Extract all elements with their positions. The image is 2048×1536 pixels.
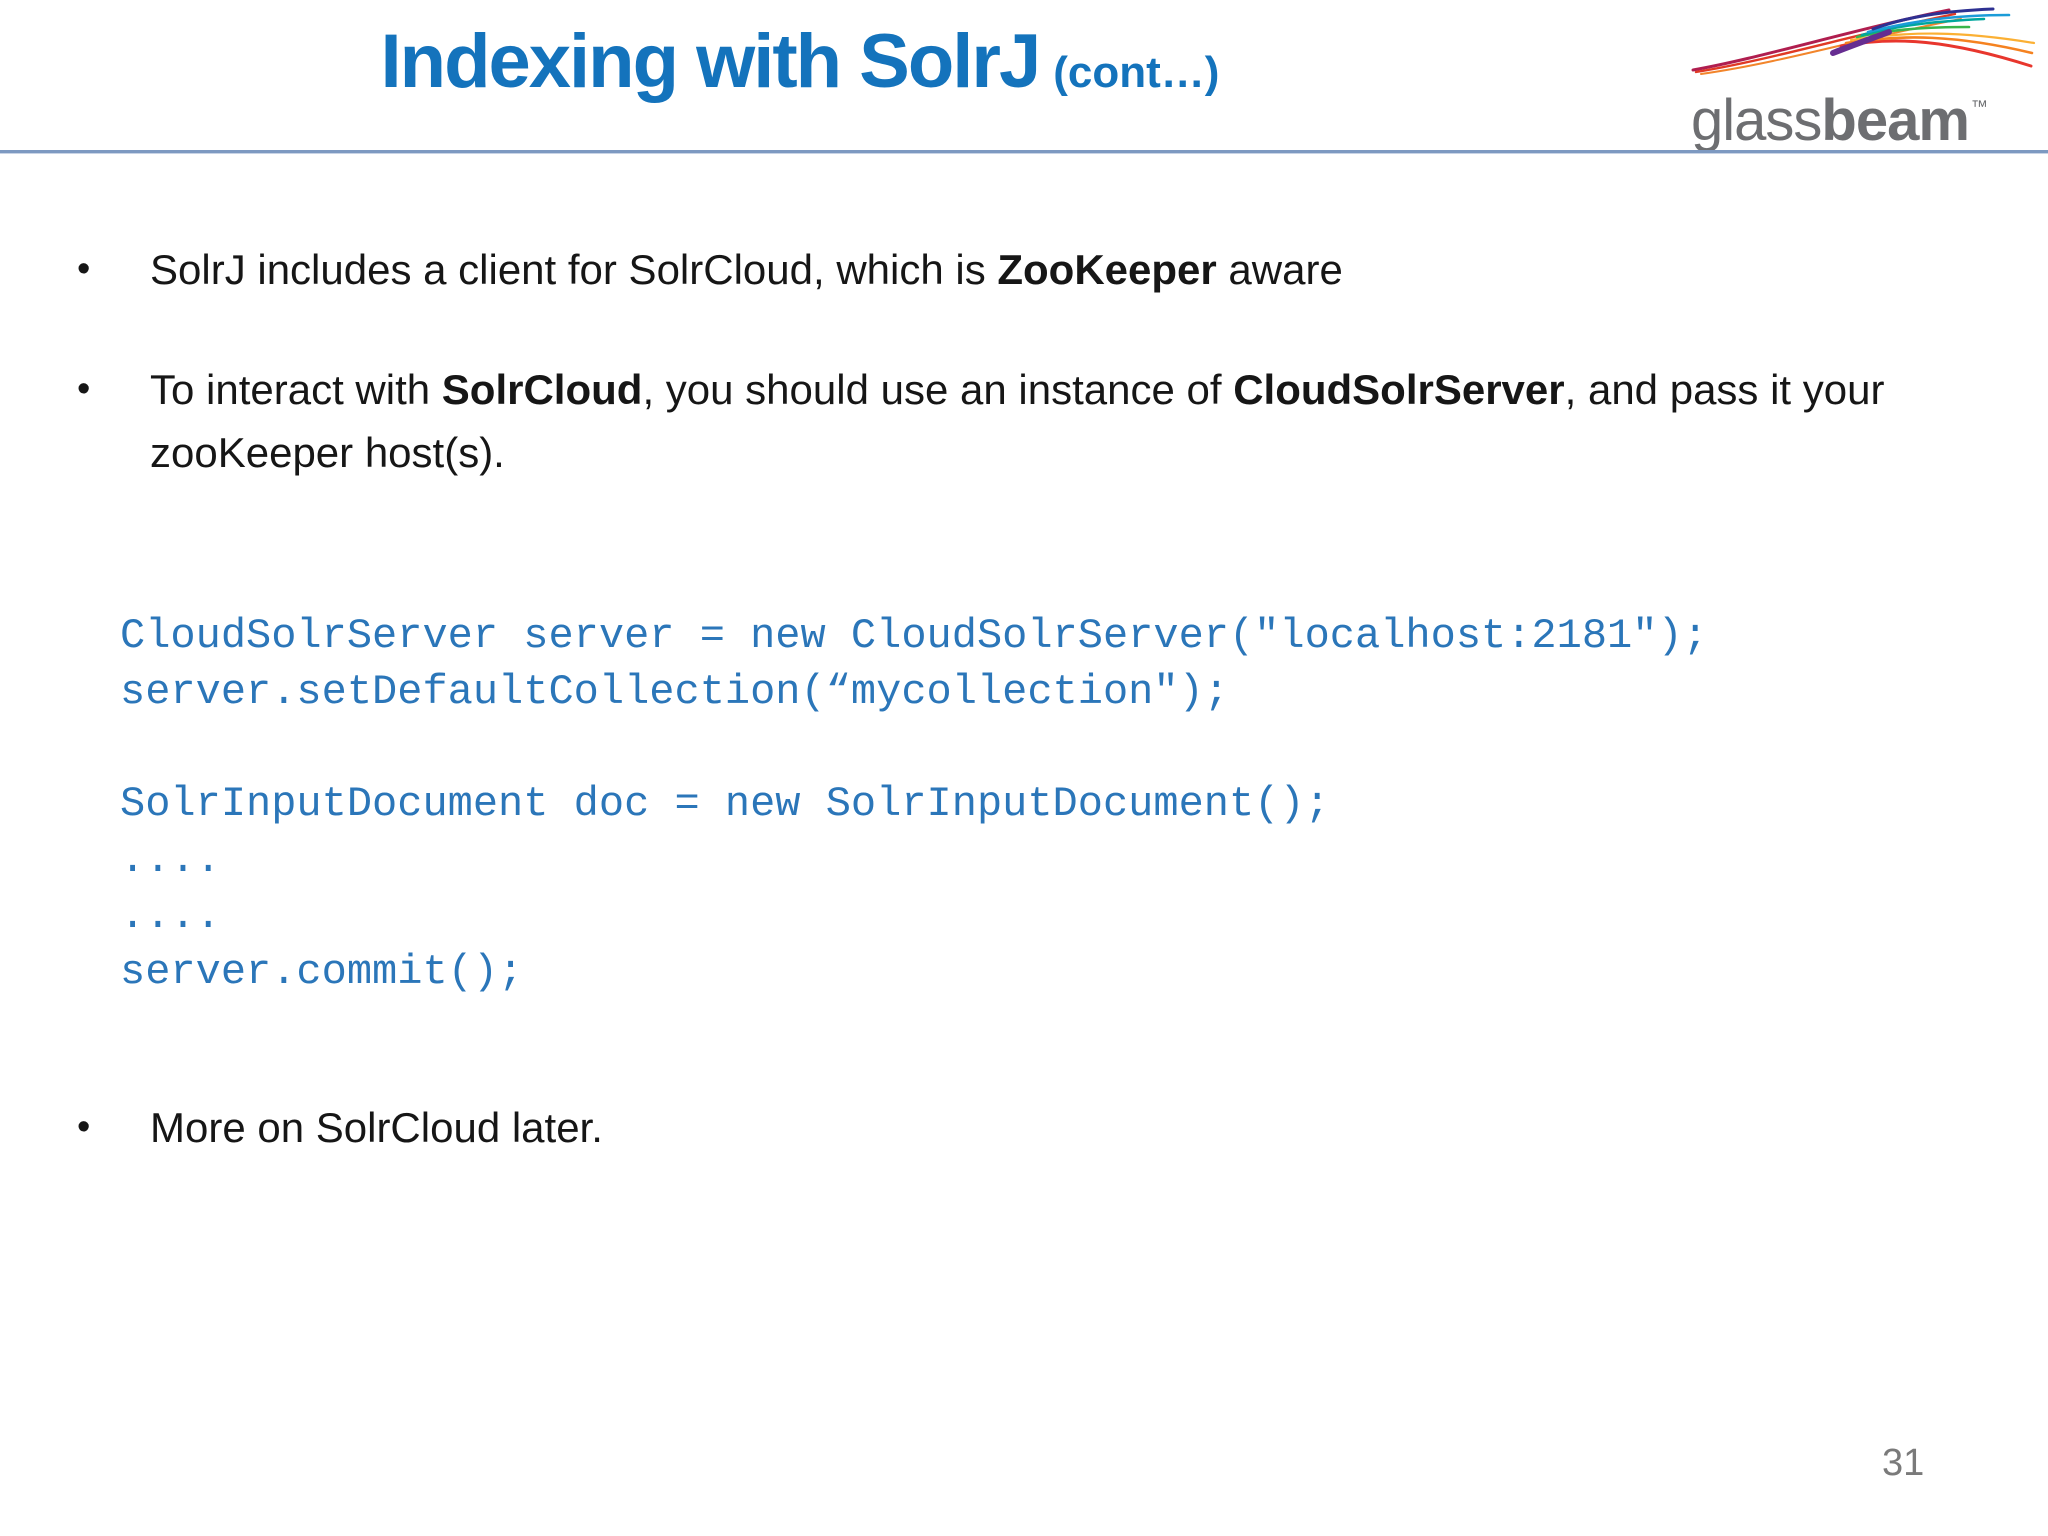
slide-title: Indexing with SolrJ(cont…): [0, 18, 1600, 105]
glassbeam-wordmark-beam: beam: [1821, 88, 1970, 153]
code-snippet: CloudSolrServer server = new CloudSolrSe…: [120, 608, 1708, 1000]
bullet-text: More on SolrCloud later.: [150, 1104, 603, 1151]
bullet-text: To interact with SolrCloud, you should u…: [150, 366, 1885, 476]
code-line: ....: [120, 836, 221, 884]
bullet-glyph: •: [77, 248, 91, 290]
slide-title-suffix: (cont…): [1053, 48, 1220, 97]
code-line: server.commit();: [120, 948, 524, 996]
code-line: server.setDefaultCollection(“mycollectio…: [120, 668, 1229, 716]
glassbeam-wordmark-glass: glass: [1691, 88, 1822, 153]
bullet-item-more-solrcloud: • More on SolrCloud later.: [77, 1096, 1677, 1159]
code-line: ....: [120, 892, 221, 940]
bullet-item-solrj-client: • SolrJ includes a client for SolrCloud,…: [77, 238, 1957, 301]
bullet-glyph: •: [77, 368, 91, 410]
page-number: 31: [1882, 1442, 1925, 1484]
rainbow-swoosh-icon: [1691, 7, 2036, 75]
title-divider-line: [0, 150, 2048, 154]
bullet-glyph: •: [77, 1106, 91, 1148]
code-line: CloudSolrServer server = new CloudSolrSe…: [120, 612, 1708, 660]
code-line: [120, 720, 1708, 776]
bullet-item-cloudsolrserver: • To interact with SolrCloud, you should…: [77, 358, 1963, 484]
slide-title-text: Indexing with SolrJ: [380, 19, 1042, 104]
bullet-text: SolrJ includes a client for SolrCloud, w…: [150, 246, 1343, 293]
trademark-symbol: ™: [1970, 97, 1988, 116]
code-line: SolrInputDocument doc = new SolrInputDoc…: [120, 780, 1330, 828]
